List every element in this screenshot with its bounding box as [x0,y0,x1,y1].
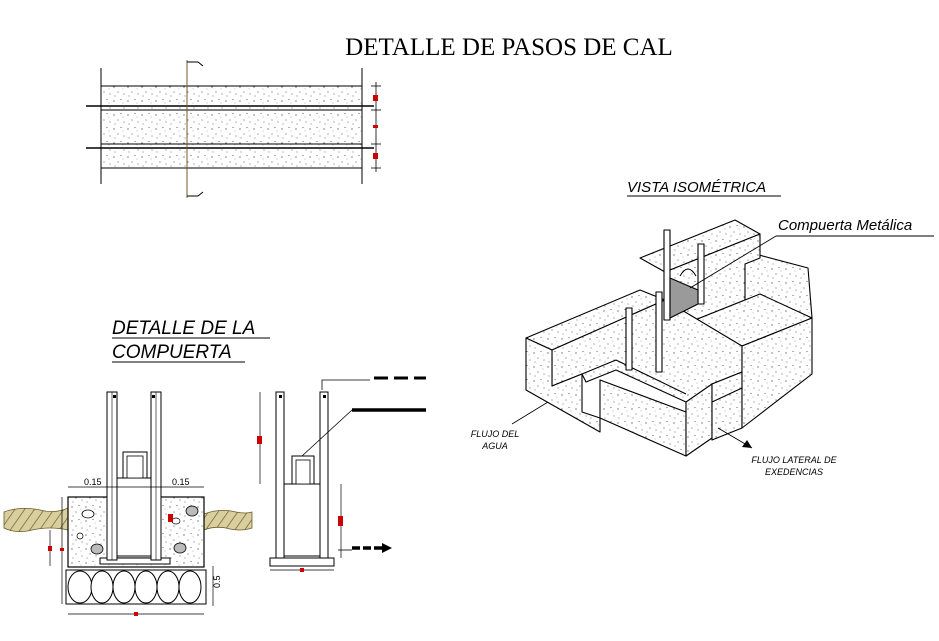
lateral-flow-label-line2: EXEDENCIAS [765,467,823,477]
isometric-heading: VISTA ISOMÉTRICA [627,179,766,196]
metal-gate-label: Compuerta Metálica [778,217,912,234]
soil-right [203,510,253,531]
dim-depth: 0.5 [212,575,222,588]
lateral-flow-label-line1: FLUJO LATERAL DE [751,455,837,465]
dim-right-offset: 0.15 [172,477,190,487]
gate-plate [116,477,152,557]
gate-detail-heading-line1: DETALLE DE LA [112,318,255,339]
metal-gate-plate [669,277,699,319]
water-flow-label-line2: AGUA [481,441,508,451]
soil-left [3,507,69,532]
plan-view [86,60,381,198]
page-title: DETALLE DE PASOS DE CAL [345,34,673,61]
water-flow-label-line1: FLUJO DEL [471,429,520,439]
gate-detail-heading-line2: COMPUERTA [112,342,232,363]
dim-left-offset: 0.15 [84,477,102,487]
plan-channel [100,109,363,145]
isometric-view [525,219,813,457]
section-view: 0.15 0.15 0.5 [3,391,253,616]
gate-elevation [257,376,426,572]
